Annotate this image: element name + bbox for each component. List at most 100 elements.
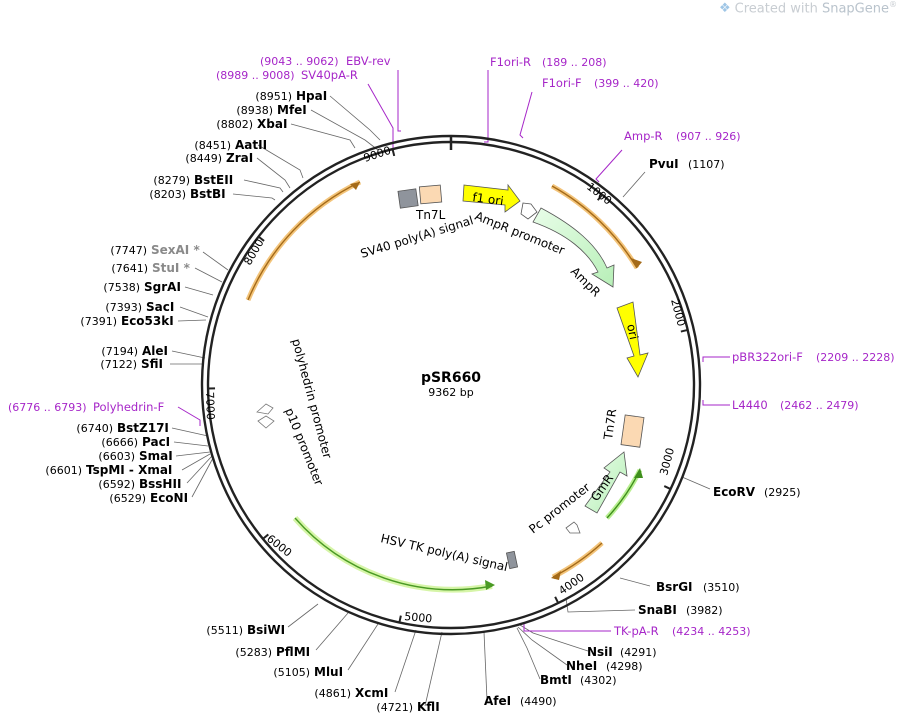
tick-marks: [208, 148, 688, 623]
ampr-promoter-arrow: [520, 202, 538, 220]
site-pos-afei: (4490): [520, 695, 557, 708]
site-bsteii: BstEII: [194, 173, 233, 187]
primer-pos-f1ori-r: (189 .. 208): [542, 56, 607, 69]
site-pos-paci: (6666): [101, 436, 138, 449]
orange-arc-2-line: [247, 181, 361, 301]
site-sfii: SfiI: [141, 357, 163, 371]
site-pos-ecorv: (2925): [764, 486, 801, 499]
site-pos-bsshii: (6592): [98, 478, 135, 491]
primer-ebv-rev: EBV-rev: [346, 54, 391, 68]
site-labels-right: PvuI (1107) EcoRV (2925) BsrGI (3510) Sn…: [540, 157, 801, 687]
ori-label: ori: [624, 323, 641, 341]
site-pos-sgrai: (7538): [103, 281, 140, 294]
site-bmti: BmtI: [540, 673, 572, 687]
primer-pos-f1ori-f: (399 .. 420): [594, 77, 659, 90]
site-pos-bsteii: (8279): [153, 174, 190, 187]
site-saci: SacI: [146, 300, 174, 314]
gmr-arrow: [584, 451, 628, 514]
site-bsiwi: BsiWI: [247, 623, 285, 637]
green-arc-1-head: [634, 468, 643, 478]
tick-mark-4000: [554, 596, 560, 604]
orf-arcs: [245, 179, 643, 593]
primer-f1ori-r: F1ori-R: [490, 55, 531, 69]
site-pflmi: PflMI: [276, 645, 310, 659]
watermark-brand: SnapGene: [821, 1, 889, 17]
site-pos-bmti: (4302): [580, 674, 617, 687]
watermark-prefix: Created with: [734, 1, 822, 17]
tick-mark-6000: [262, 533, 269, 540]
hsv-tk-label: HSV TK poly(A) signal: [379, 531, 509, 574]
site-bstz17i: BstZ17I: [117, 421, 169, 435]
site-pos-alei: (7194): [101, 345, 138, 358]
orange-arc-3-head: [551, 571, 561, 580]
tick-mark-8000: [257, 235, 265, 242]
site-pos-bstbi: (8203): [149, 188, 186, 201]
site-zrai: ZraI: [226, 151, 253, 165]
tick-label-9000: 9000: [362, 144, 393, 165]
primer-pos-polyhedrin-f: (6776 .. 6793): [8, 401, 87, 414]
p10-promoter-arrow: [257, 415, 275, 429]
pc-promoter-arrow: [565, 521, 581, 534]
snapgene-logo-icon: ❖: [719, 1, 731, 17]
primer-l4440: L4440: [732, 398, 768, 412]
ori-arrow: [616, 301, 649, 378]
site-pos-mfei: (8938): [236, 104, 273, 117]
site-sexai: SexAI *: [151, 243, 200, 257]
f1-ori-arrow: [462, 183, 521, 213]
primer-pos-amp-r: (907 .. 926): [676, 130, 741, 143]
primer-amp-r: Amp-R: [624, 129, 663, 143]
plasmid-name: pSR660: [421, 370, 481, 386]
site-nhei: NheI: [566, 659, 597, 673]
site-ecorv: EcoRV: [713, 485, 756, 499]
site-mfei: MfeI: [277, 103, 307, 117]
primer-labels: (9043 .. 9062) EBV-rev (8989 .. 9008) SV…: [8, 54, 895, 638]
site-pos-bsrgi: (3510): [703, 581, 740, 594]
site-pos-smai: (6603): [98, 450, 135, 463]
site-pos-eco53ki: (7391): [80, 315, 117, 328]
site-bsrgi: BsrGI: [656, 580, 693, 594]
primer-f1ori-f: F1ori-F: [542, 76, 582, 90]
tick-label-7000: 7000: [203, 392, 217, 420]
site-stui: StuI *: [152, 261, 191, 275]
tick-mark-1000: [596, 194, 603, 201]
site-econi: EcoNI: [150, 491, 188, 505]
site-pos-pflmi: (5283): [235, 646, 272, 659]
primer-pos-ebv-rev: (9043 .. 9062): [260, 55, 339, 68]
tick-label-8000: 8000: [241, 237, 266, 268]
site-pos-saci: (7393): [105, 301, 142, 314]
orange-arc-1-line: [551, 185, 638, 269]
tn7l-label: Tn7L: [415, 208, 446, 222]
tn7r-label: Tn7R: [601, 408, 619, 442]
site-pos-stui: (7641): [111, 262, 148, 275]
snapgene-watermark: ❖Created with SnapGene®: [719, 0, 897, 16]
primer-pos-tk-pa-r: (4234 .. 4253): [672, 625, 751, 638]
site-pos-nsii: (4291): [620, 646, 657, 659]
site-snabi: SnaBI: [638, 603, 677, 617]
tick-label-5000: 5000: [404, 610, 433, 625]
site-pos-xcmi: (4861): [314, 687, 351, 700]
site-pos-tspmi: (6601): [45, 464, 82, 477]
site-afei: AfeI: [484, 694, 511, 708]
primer-pbr322ori-f: pBR322ori-F: [732, 350, 803, 364]
site-nsii: NsiI: [587, 645, 613, 659]
sv40-box: [397, 188, 419, 209]
site-pos-aatii: (8451): [194, 139, 231, 152]
site-pos-pvui: (1107): [688, 158, 725, 171]
site-paci: PacI: [142, 435, 170, 449]
site-pos-kfli: (4721): [376, 701, 413, 714]
site-bsshii: BssHII: [139, 477, 181, 491]
primer-tk-pa-r: TK-pA-R: [613, 624, 659, 638]
primer-polyhedrin-f: Polyhedrin-F: [93, 400, 164, 414]
site-pos-sexai: (7747): [110, 244, 147, 257]
f1-ori-label: f1 ori: [472, 190, 505, 208]
primer-pos-sv40pa-r: (8989 .. 9008): [216, 69, 295, 82]
site-alei: AleI: [142, 344, 168, 358]
hsv-tk-box: [505, 550, 519, 570]
site-pos-nhei: (4298): [606, 660, 643, 673]
site-eco53ki: Eco53kI: [121, 314, 174, 328]
site-pos-sfii: (7122): [100, 358, 137, 371]
tick-mark-2000: [680, 328, 688, 333]
orange-arc-1-head: [631, 258, 642, 268]
site-labels-left: (8951) HpaI (8938) MfeI (8802) XbaI (845…: [45, 89, 327, 505]
